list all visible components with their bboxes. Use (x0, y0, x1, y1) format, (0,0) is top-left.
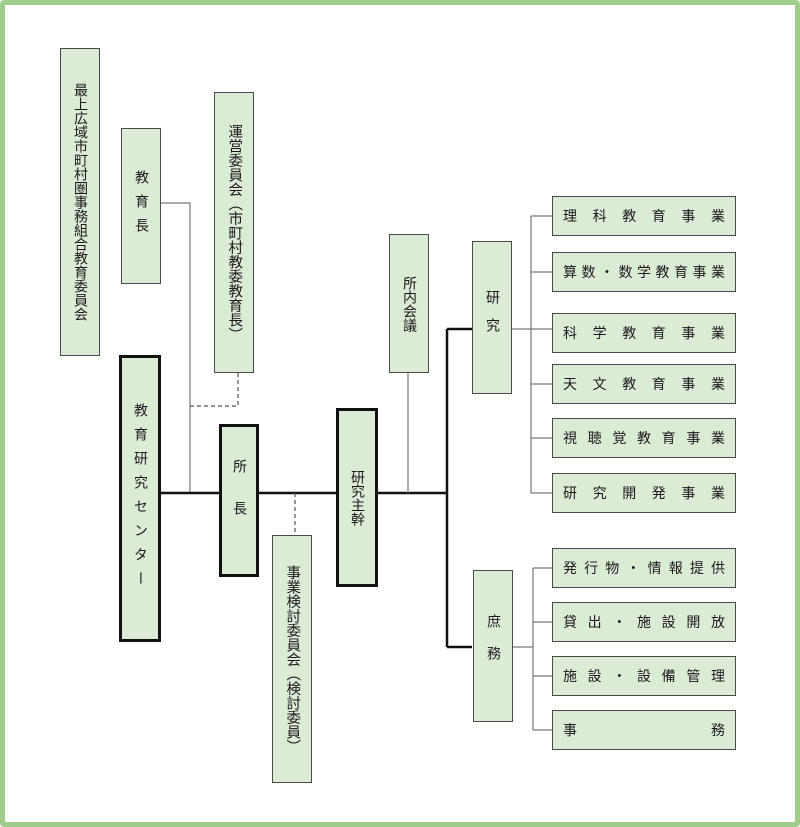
affairs-item: 貸出・施設開放 (552, 602, 736, 642)
steering-committee-label: 運営委員会（市町村教委教育長） (226, 123, 243, 342)
general-affairs-box: 庶務 (473, 570, 513, 722)
education-research-center-label: 教育研究センター (132, 402, 148, 595)
affairs-item-label: 施設・設備管理 (563, 669, 725, 685)
board-of-education-box: 最上広域市町村圏事務組合教育委員会 (60, 48, 100, 356)
superintendent-box: 教育長 (121, 128, 161, 284)
chief-researcher-label: 研究主幹 (349, 469, 365, 526)
line-superintendent (161, 202, 191, 493)
research-item: 理科教育事業 (552, 196, 736, 236)
staff-meeting-label: 所内会議 (401, 275, 417, 332)
affairs-item: 事務 (552, 710, 736, 750)
research-item-label: 算数・数学教育事業 (563, 265, 725, 281)
research-item: 天文教育事業 (552, 364, 736, 404)
superintendent-label: 教育長 (133, 170, 149, 242)
research-item: 研究開発事業 (552, 473, 736, 513)
affairs-item-label: 貸出・施設開放 (563, 615, 725, 631)
research-label: 研究 (484, 289, 500, 346)
affairs-item: 施設・設備管理 (552, 656, 736, 696)
director-box: 所長 (219, 424, 259, 577)
review-committee-box: 事業検討委員会（検討委員） (272, 535, 312, 783)
line-committee (190, 373, 239, 407)
research-item-label: 理科教育事業 (563, 209, 725, 225)
steering-committee-box: 運営委員会（市町村教委教育長） (214, 92, 254, 373)
director-label: 所長 (231, 458, 247, 543)
research-item: 科学教育事業 (552, 313, 736, 353)
affairs-item-label: 発行物・情報提供 (563, 561, 725, 577)
general-affairs-label: 庶務 (485, 614, 501, 678)
review-committee-label: 事業検討委員会（検討委員） (284, 564, 301, 754)
research-item-label: 科学教育事業 (563, 326, 725, 342)
research-item-label: 天文教育事業 (563, 377, 725, 393)
research-box: 研究 (472, 241, 512, 394)
affairs-item: 発行物・情報提供 (552, 548, 736, 588)
staff-meeting-box: 所内会議 (389, 234, 429, 373)
affairs-item-label: 事務 (563, 723, 725, 739)
chief-researcher-box: 研究主幹 (336, 408, 378, 587)
board-of-education-label: 最上広域市町村圏事務組合教育委員会 (72, 83, 88, 321)
education-research-center-box: 教育研究センター (119, 355, 161, 642)
research-item-label: 研究開発事業 (563, 486, 725, 502)
research-item: 算数・数学教育事業 (552, 252, 736, 292)
research-item-label: 視聴覚教育事業 (563, 431, 725, 447)
research-item: 視聴覚教育事業 (552, 418, 736, 458)
